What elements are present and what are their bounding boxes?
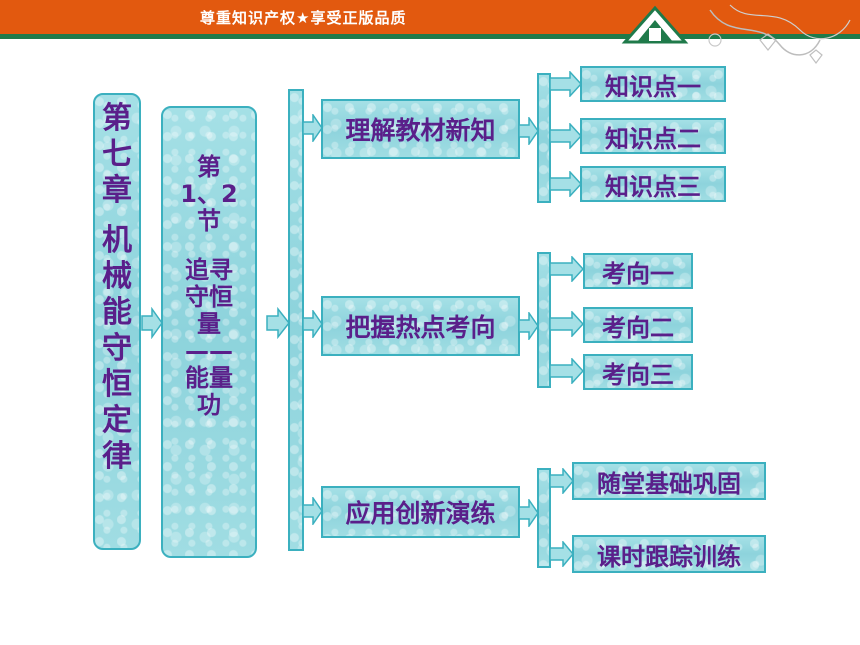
section-box: 第 1、2 节 追寻 守恒 量 —— 能量 功 — [161, 106, 257, 558]
sub-connector-bar — [537, 73, 551, 203]
leaf-knowledge-3: 知识点三 — [580, 166, 726, 202]
chapter-line: 第 — [102, 101, 132, 136]
leaf-class-consolidation: 随堂基础巩固 — [572, 462, 766, 500]
arrow-right-icon — [550, 71, 582, 97]
section-line: 功 — [197, 391, 221, 419]
chapter-line: 七 — [102, 137, 132, 172]
arrow-right-icon — [303, 114, 323, 142]
section-line: 能量 — [185, 364, 233, 392]
chapter-line: 章 — [102, 173, 132, 208]
arrow-right-icon — [519, 312, 539, 340]
section-line: 第 — [197, 153, 221, 181]
main-connector-bar — [288, 89, 304, 551]
sub-connector-bar — [537, 252, 551, 388]
section-line: 追寻 — [185, 256, 233, 284]
arrow-right-icon — [303, 310, 323, 338]
chapter-line: 恒 — [102, 367, 132, 402]
arrow-right-icon — [266, 307, 290, 339]
branch-box-practice: 应用创新演练 — [321, 486, 520, 538]
section-line: 节 — [197, 207, 221, 235]
chapter-box: 第 七 章 机 械 能 守 恒 定 律 — [93, 93, 141, 550]
leaf-direction-3: 考向三 — [583, 354, 693, 390]
chapter-gap — [95, 209, 139, 223]
arrow-right-icon — [550, 171, 582, 197]
arrow-right-icon — [519, 499, 539, 527]
section-line: 1、2 — [180, 180, 238, 208]
section-line: 守恒 — [185, 283, 233, 311]
arrow-right-icon — [519, 117, 539, 145]
arrow-right-icon — [303, 497, 323, 525]
arrow-right-icon — [550, 256, 584, 282]
logo-icon — [621, 5, 689, 44]
sub-connector-bar — [537, 468, 551, 568]
section-line: 量 — [197, 310, 221, 338]
top-banner-stripe — [0, 34, 860, 39]
branch-box-hotspot: 把握热点考向 — [321, 296, 520, 356]
chapter-line: 械 — [102, 259, 132, 294]
banner-text: 尊重知识产权★享受正版品质 — [200, 9, 407, 27]
leaf-knowledge-1: 知识点一 — [580, 66, 726, 102]
chapter-line: 定 — [102, 403, 132, 438]
arrow-right-icon — [141, 307, 163, 339]
leaf-direction-1: 考向一 — [583, 253, 693, 289]
chapter-line: 守 — [102, 331, 132, 366]
leaf-knowledge-2: 知识点二 — [580, 118, 726, 154]
section-gap — [163, 235, 255, 257]
arrow-right-icon — [550, 358, 584, 384]
section-line: —— — [185, 337, 233, 365]
branch-box-understand: 理解教材新知 — [321, 99, 520, 159]
arrow-right-icon — [550, 468, 574, 494]
chapter-line: 能 — [102, 295, 132, 330]
arrow-right-icon — [550, 311, 584, 337]
chapter-line: 律 — [102, 439, 132, 474]
leaf-direction-2: 考向二 — [583, 307, 693, 343]
swirl-decoration-icon — [708, 4, 851, 64]
arrow-right-icon — [550, 541, 574, 567]
chapter-line: 机 — [102, 223, 132, 258]
leaf-homework-training: 课时跟踪训练 — [572, 535, 766, 573]
arrow-right-icon — [550, 123, 582, 149]
